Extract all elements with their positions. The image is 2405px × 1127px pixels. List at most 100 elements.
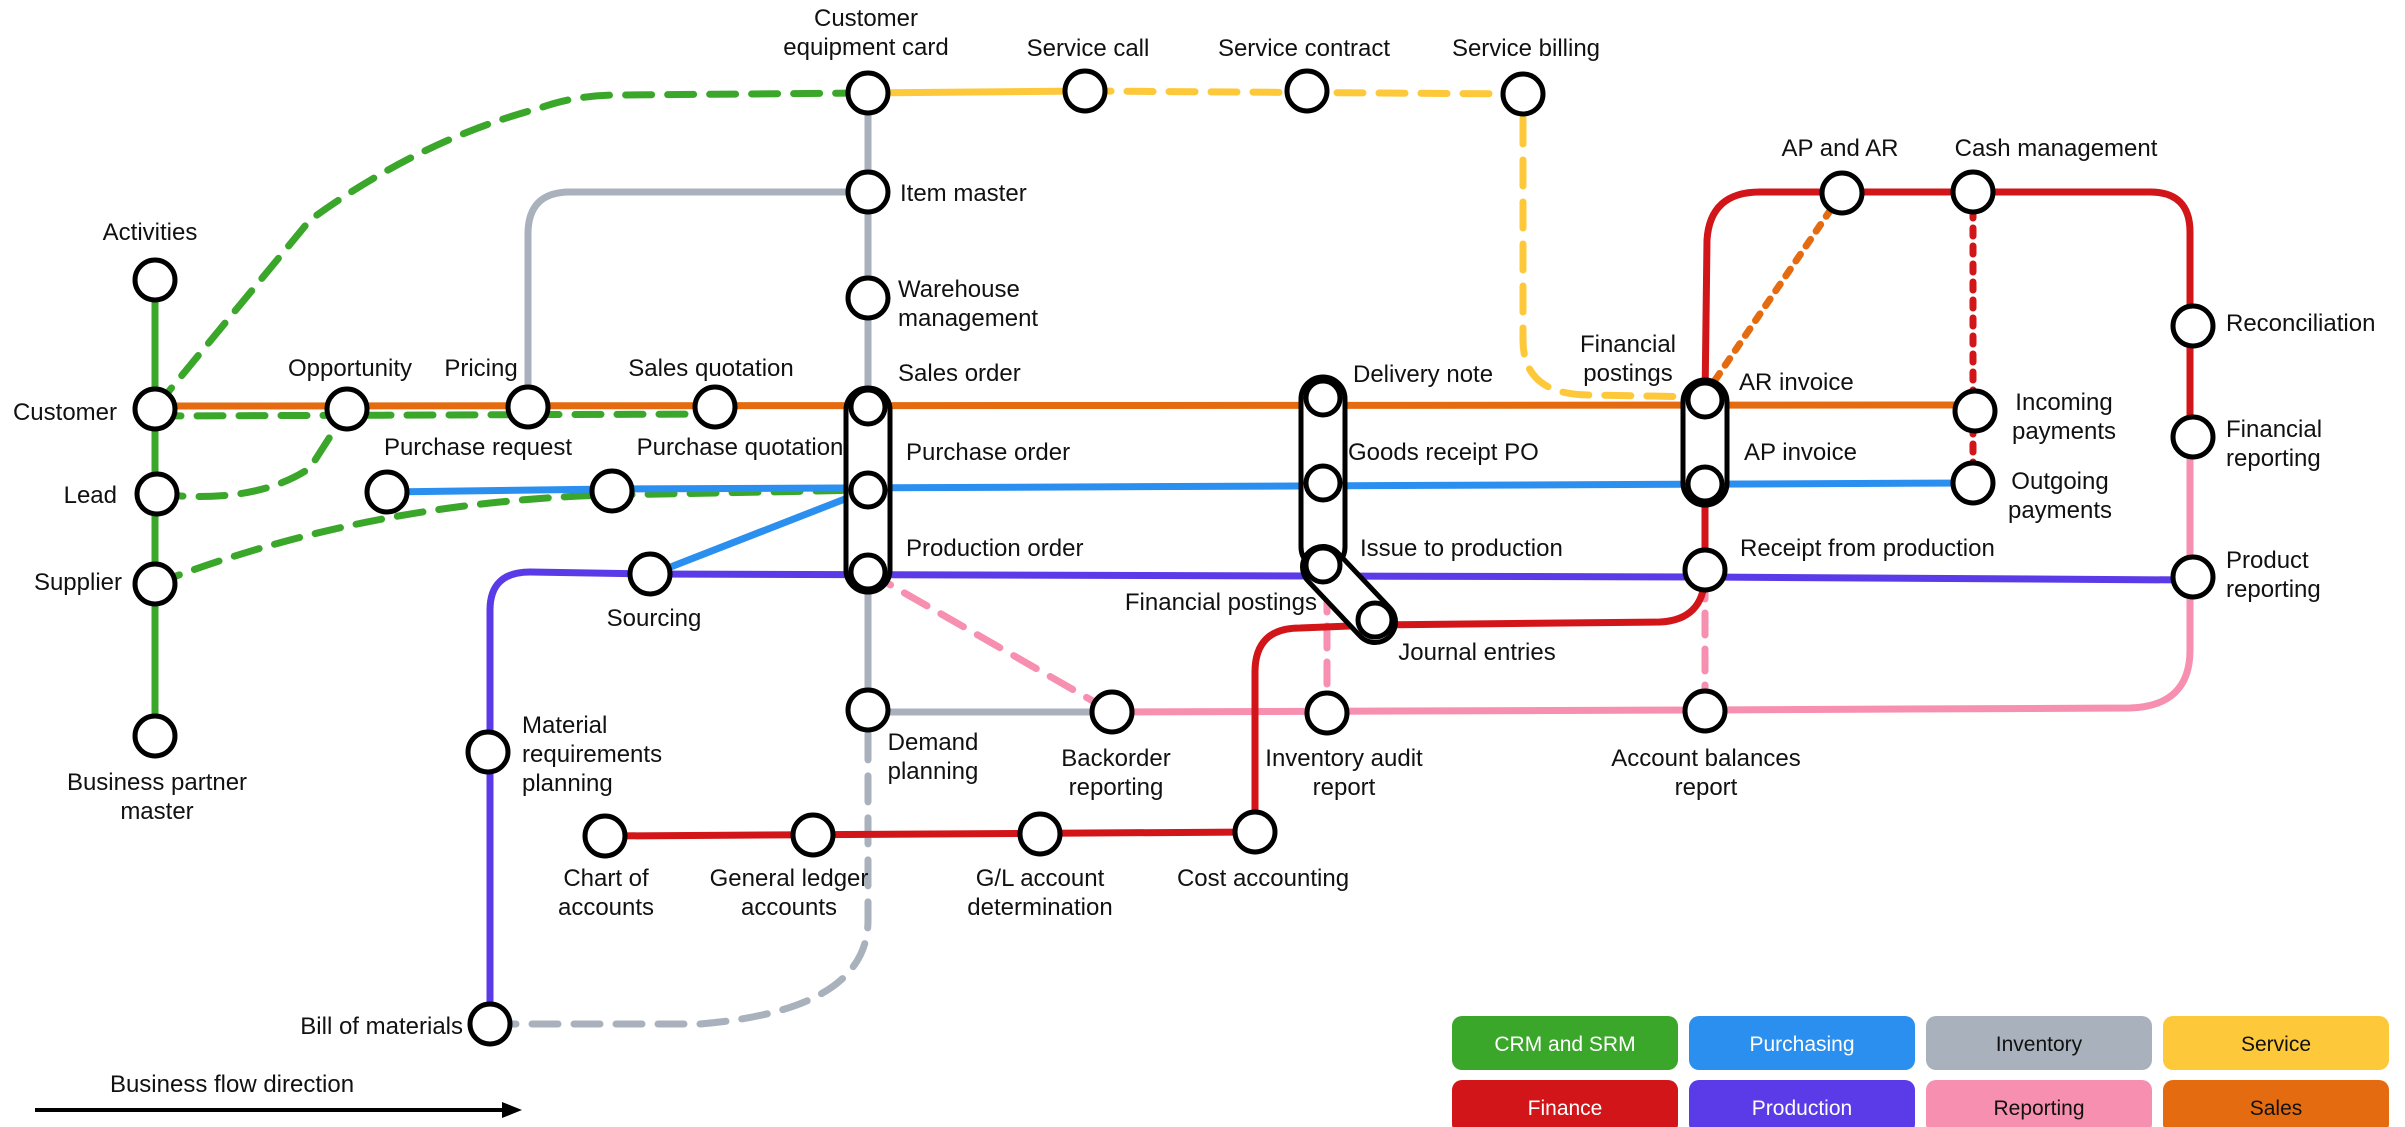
label-line: Pricing [444,355,517,382]
legend-swatch [1689,1016,1915,1070]
station-reconciliation[interactable] [2170,303,2216,349]
label-line: reporting [2226,445,2321,472]
station-account-balances-report[interactable] [1682,688,1728,734]
label-line: planning [522,770,613,797]
station-business-partner-master[interactable] [132,713,178,759]
service-line-dashed [1081,87,1709,401]
label-line: Purchase order [906,439,1070,466]
station-ap-and-ar[interactable] [1819,170,1865,216]
station-delivery-note[interactable] [1303,378,1343,418]
station-purchase-quotation[interactable] [589,468,635,514]
station-item-master[interactable] [845,169,891,215]
label-purchase-request: Purchase request [384,434,572,461]
station-product-reporting[interactable] [2170,554,2216,600]
legend-item-service: Service [2163,1016,2389,1070]
station-activities[interactable] [132,257,178,303]
station-demand-planning[interactable] [845,687,891,733]
label-line: Supplier [34,569,122,596]
legend-item-crm-and-srm: CRM and SRM [1452,1016,1678,1070]
station-backorder-reporting[interactable] [1089,689,1135,735]
label-line: Outgoing [2011,468,2108,495]
label-line: Backorder [1061,745,1170,772]
station-pricing[interactable] [505,384,551,430]
label-line: Service contract [1218,35,1390,62]
label-line: Customer [814,5,918,32]
station-customer[interactable] [132,386,178,432]
station-production-order[interactable] [848,552,888,592]
station-journal-entries[interactable] [1355,600,1395,640]
label-purchase-quotation: Purchase quotation [637,434,844,461]
station-ar-invoice[interactable] [1685,380,1725,420]
station-receipt-from-production[interactable] [1682,547,1728,593]
label-line: Receipt from production [1740,535,1995,562]
station-customer-equipment-card[interactable] [845,70,891,116]
station-service-contract[interactable] [1284,68,1330,114]
station-financial-reporting[interactable] [2170,414,2216,460]
station-outgoing-payments[interactable] [1950,460,1996,506]
label-line: Sales order [898,360,1021,387]
label-line: requirements [522,741,662,768]
label-item-master: Item master [900,180,1027,207]
station-warehouse-management[interactable] [845,275,891,321]
station-opportunity[interactable] [324,386,370,432]
label-line: Financial [1580,331,1676,358]
station-ap-invoice[interactable] [1685,464,1725,504]
label-goods-receipt-po: Goods receipt PO [1348,439,1539,466]
label-ap-invoice: AP invoice [1744,439,1857,466]
legend-item-sales: Sales [2163,1080,2389,1127]
label-issue-to-production: Issue to production [1360,535,1563,562]
label-cost-accounting: Cost accounting [1177,865,1349,892]
legend-item-inventory: Inventory [1926,1016,2152,1070]
station-purchase-order[interactable] [848,470,888,510]
label-sales-order: Sales order [898,360,1021,387]
label-line: AP invoice [1744,439,1857,466]
legend-label: Inventory [1996,1033,2083,1056]
station-supplier[interactable] [132,561,178,607]
label-line: Activities [103,219,198,246]
label-line: Warehouse [898,276,1020,303]
label-line: Incoming [2015,389,2112,416]
legend-label: CRM and SRM [1494,1033,1635,1056]
legend-label: Service [2241,1033,2311,1056]
station-lead[interactable] [134,471,180,517]
finance-line-loop [1701,188,2194,444]
station-service-billing[interactable] [1500,71,1546,117]
label-delivery-note: Delivery note [1353,361,1493,388]
station-bill-of-materials[interactable] [467,1001,513,1047]
station-sales-order[interactable] [848,387,888,427]
label-line: Purchase request [384,434,572,461]
legend-swatch [1452,1016,1678,1070]
label-line: General ledger [710,865,869,892]
station-goods-receipt-po[interactable] [1303,463,1343,503]
station-incoming-payments[interactable] [1952,388,1998,434]
label-line: payments [2008,497,2112,524]
station-purchase-request[interactable] [364,469,410,515]
label-opportunity: Opportunity [288,355,412,382]
label-line: Goods receipt PO [1348,439,1539,466]
inventory-line-item-master-branch [524,188,872,412]
label-service-contract: Service contract [1218,35,1390,62]
label-line: planning [888,758,979,785]
station-general-ledger-accounts[interactable] [790,812,836,858]
label-line: Production order [906,535,1083,562]
station-chart-of-accounts[interactable] [582,813,628,859]
label-line: report [1313,774,1376,801]
station-cost-accounting[interactable] [1232,809,1278,855]
legend-label: Production [1752,1097,1852,1120]
label-line: equipment card [783,34,948,61]
label-sales-quotation: Sales quotation [628,355,793,382]
label-financial-postings-left: Financial postings [1125,589,1317,616]
station-sourcing[interactable] [627,551,673,597]
station-inventory-audit-report[interactable] [1304,690,1350,736]
legend-label: Finance [1528,1097,1603,1120]
station-service-call[interactable] [1062,68,1108,114]
station-sales-quotation[interactable] [692,384,738,430]
label-activities: Activities [103,219,198,246]
station-gl-account-determination[interactable] [1017,811,1063,857]
station-cash-management[interactable] [1950,169,1996,215]
label-line: Purchase quotation [637,434,844,461]
station-issue-to-production[interactable] [1303,545,1343,585]
station-material-requirements-planning[interactable] [465,729,511,775]
